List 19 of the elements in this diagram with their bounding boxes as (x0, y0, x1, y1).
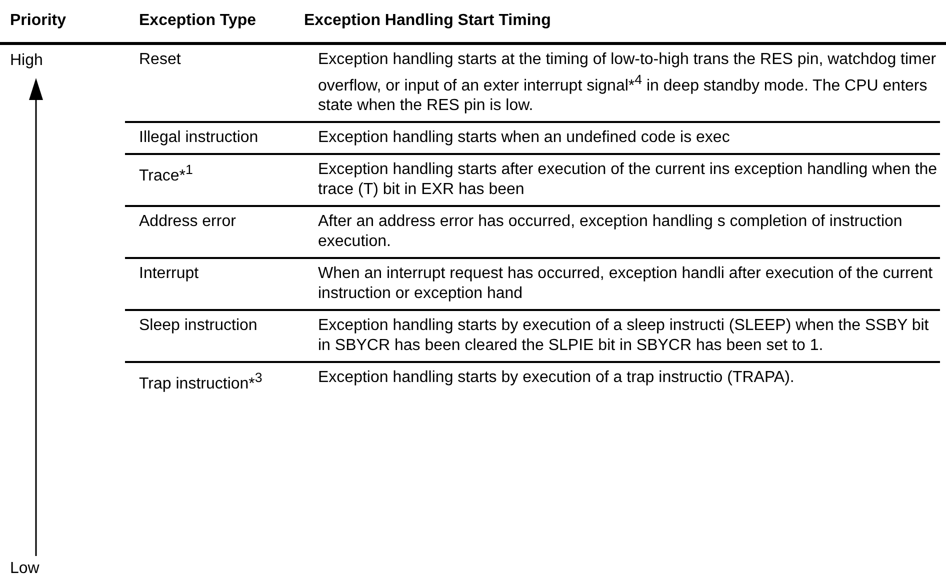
table-cell: Illegal instruction (125, 122, 304, 154)
table-cell: Interrupt (125, 258, 304, 310)
priority-label: High (10, 52, 43, 70)
table-cell: When an interrupt request has occurred, exception handli after execution of the current instruction or exception hand (304, 258, 940, 310)
table-cell: Sleep instruction (125, 310, 304, 362)
table-cell: Exception handling starts at the timing of low-to-high trans the RES pin, watchdog timer overflow, or input of an exter interrupt signal*$^{4}$ in deep standby mode. The CPU enters state when the RES pin is low. (304, 45, 940, 122)
table-cell: Address error (125, 206, 304, 258)
table-cell: After an address error has occurred, exception handling s completion of instruction execution. (304, 206, 940, 258)
table-cell: Trap instruction*$^{3}$ (125, 362, 304, 400)
table-cell: Trace*$^{1}$ (125, 154, 304, 206)
priority-label: Low (10, 560, 40, 578)
table-cell: Exception handling starts when an undefined code is exec (304, 122, 940, 154)
table-cell: Exception handling starts by execution of a trap instructio (TRAPA). (304, 362, 940, 400)
table-cell: Reset (125, 45, 304, 122)
column-header: Priority (10, 12, 66, 30)
column-header: Exception Type (139, 12, 256, 30)
table-cell: Exception handling starts after execution of the current ins exception handling when the trace (T) bit in EXR has been (304, 154, 940, 206)
column-header: Exception Handling Start Timing (304, 12, 551, 30)
table-cell: Exception handling starts by execution of a sleep instructi (SLEEP) when the SSBY bit in SBYCR has been cleared the SLPIE bit in SBYCR has been set to 1. (304, 310, 940, 362)
